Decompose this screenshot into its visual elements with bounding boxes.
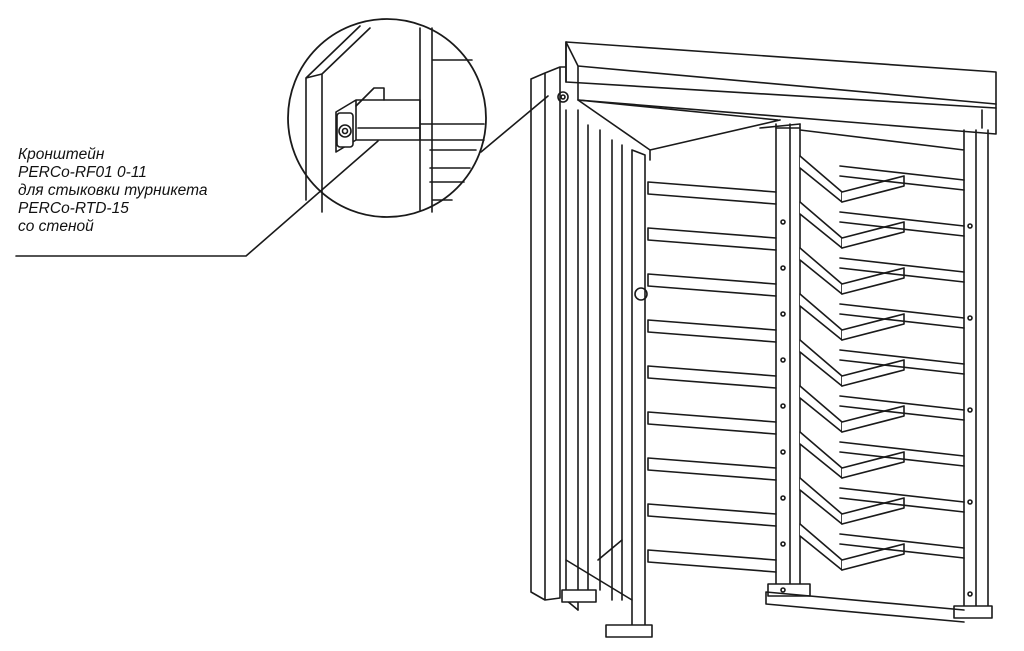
annotation-line-4: PERCo-RTD-15	[18, 200, 129, 217]
frame-dot	[967, 315, 973, 321]
rotor-dot	[780, 495, 786, 501]
zoom-column	[419, 27, 485, 213]
bracket-annotation: Кронштейн PERCo-RF01 0-11 для стыковки т…	[18, 146, 207, 236]
left-bar	[647, 227, 777, 251]
rotor-arms	[799, 155, 905, 571]
rotor-arm	[799, 339, 843, 387]
rotor-arm	[799, 477, 843, 525]
canopy	[577, 99, 801, 161]
annotation-line-3: для стыковки турникета	[18, 182, 208, 199]
bracket-detail-zoom	[287, 18, 487, 218]
rotor-arm-back	[841, 175, 905, 203]
right-bar	[839, 257, 965, 283]
annotation-line-2: PERCo-RF01 0-11	[18, 164, 147, 181]
right-frame	[765, 129, 993, 623]
annotation-line-5: со стеной	[18, 218, 94, 235]
right-bars	[839, 165, 965, 559]
frame-dot	[967, 591, 973, 597]
right-bar	[839, 533, 965, 559]
frame-dot	[967, 499, 973, 505]
rotor-arm	[799, 431, 843, 479]
rotor-arm	[799, 155, 843, 203]
left-bar	[647, 273, 777, 297]
wall	[530, 66, 579, 601]
left-bar	[647, 365, 777, 389]
left-bar	[647, 319, 777, 343]
rotor-dots	[780, 219, 786, 593]
rotor-arm-back	[841, 267, 905, 295]
right-dots	[967, 223, 973, 597]
leader-line	[15, 140, 379, 257]
left-bar	[647, 181, 777, 205]
zoom-wall	[305, 25, 371, 213]
right-bar	[839, 395, 965, 421]
rotor-arm	[799, 523, 843, 571]
rotor-arm-back	[841, 359, 905, 387]
rotor-dot	[780, 219, 786, 225]
rotor-dot	[780, 587, 786, 593]
rotor-dot	[780, 403, 786, 409]
right-bar	[839, 165, 965, 191]
zoom-circle	[287, 18, 487, 218]
rotor-arm-back	[841, 543, 905, 571]
rotor-dot	[780, 311, 786, 317]
frame-dot	[967, 223, 973, 229]
rotor-dot	[780, 265, 786, 271]
right-bar	[839, 441, 965, 467]
left-frame	[561, 109, 653, 638]
right-bar	[839, 349, 965, 375]
rotor-dot	[780, 449, 786, 455]
rotor-dot	[780, 541, 786, 547]
left-bar	[647, 457, 777, 481]
rotor-arm-back	[841, 451, 905, 479]
right-bar	[839, 487, 965, 513]
left-bar	[647, 411, 777, 435]
rotor-arm	[799, 201, 843, 249]
annotation-line-1: Кронштейн	[18, 146, 105, 163]
frame-dot	[967, 407, 973, 413]
left-bar	[647, 549, 777, 573]
right-bar	[839, 303, 965, 329]
rotor-arm-back	[841, 497, 905, 525]
rotor-arm-back	[841, 313, 905, 341]
rotor-arm-back	[841, 405, 905, 433]
rotor-arm-back	[841, 221, 905, 249]
left-bar	[647, 503, 777, 527]
rotor-arm	[799, 247, 843, 295]
rotor-arm	[799, 385, 843, 433]
left-bars	[647, 181, 777, 573]
rotor-dot	[780, 357, 786, 363]
zoom-connector	[480, 95, 549, 153]
right-bar	[839, 211, 965, 237]
rotor-arm	[799, 293, 843, 341]
top-beam	[557, 41, 997, 135]
